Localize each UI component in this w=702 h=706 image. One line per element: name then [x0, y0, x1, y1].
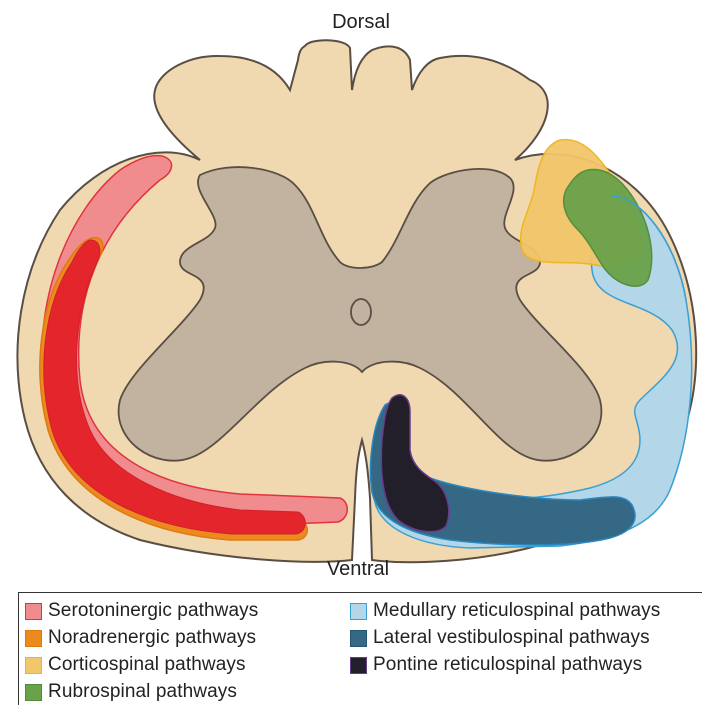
legend-label: Rubrospinal pathways	[48, 681, 237, 703]
spinal-cord-diagram: Dorsal Ventral	[0, 0, 702, 590]
legend-item-corticospinal: Corticospinal pathways	[25, 651, 246, 679]
legend-label: Serotoninergic pathways	[48, 600, 258, 622]
legend-label: Noradrenergic pathways	[48, 627, 256, 649]
legend-item-lateral-vestibulospinal: Lateral vestibulospinal pathways	[350, 624, 650, 652]
legend-item-serotoninergic: Serotoninergic pathways	[25, 597, 258, 625]
rubrospinal-swatch	[25, 684, 42, 701]
legend-item-medullary-reticulospinal: Medullary reticulospinal pathways	[350, 597, 660, 625]
medullary-reticulospinal-swatch	[350, 603, 367, 620]
legend-item-rubrospinal: Rubrospinal pathways	[25, 678, 237, 706]
legend-label: Lateral vestibulospinal pathways	[373, 627, 650, 649]
ventral-label: Ventral	[327, 558, 389, 580]
legend-label: Corticospinal pathways	[48, 654, 246, 676]
legend-item-noradrenergic: Noradrenergic pathways	[25, 624, 256, 652]
central-canal	[351, 299, 371, 325]
serotoninergic-swatch	[25, 603, 42, 620]
corticospinal-swatch	[25, 657, 42, 674]
dorsal-label: Dorsal	[332, 11, 390, 33]
legend-label: Pontine reticulospinal pathways	[373, 654, 642, 676]
legend: Serotoninergic pathways Noradrenergic pa…	[18, 592, 702, 705]
pontine-reticulospinal-swatch	[350, 657, 367, 674]
legend-label: Medullary reticulospinal pathways	[373, 600, 660, 622]
lateral-vestibulospinal-swatch	[350, 630, 367, 647]
noradrenergic-swatch	[25, 630, 42, 647]
legend-item-pontine-reticulospinal: Pontine reticulospinal pathways	[350, 651, 642, 679]
